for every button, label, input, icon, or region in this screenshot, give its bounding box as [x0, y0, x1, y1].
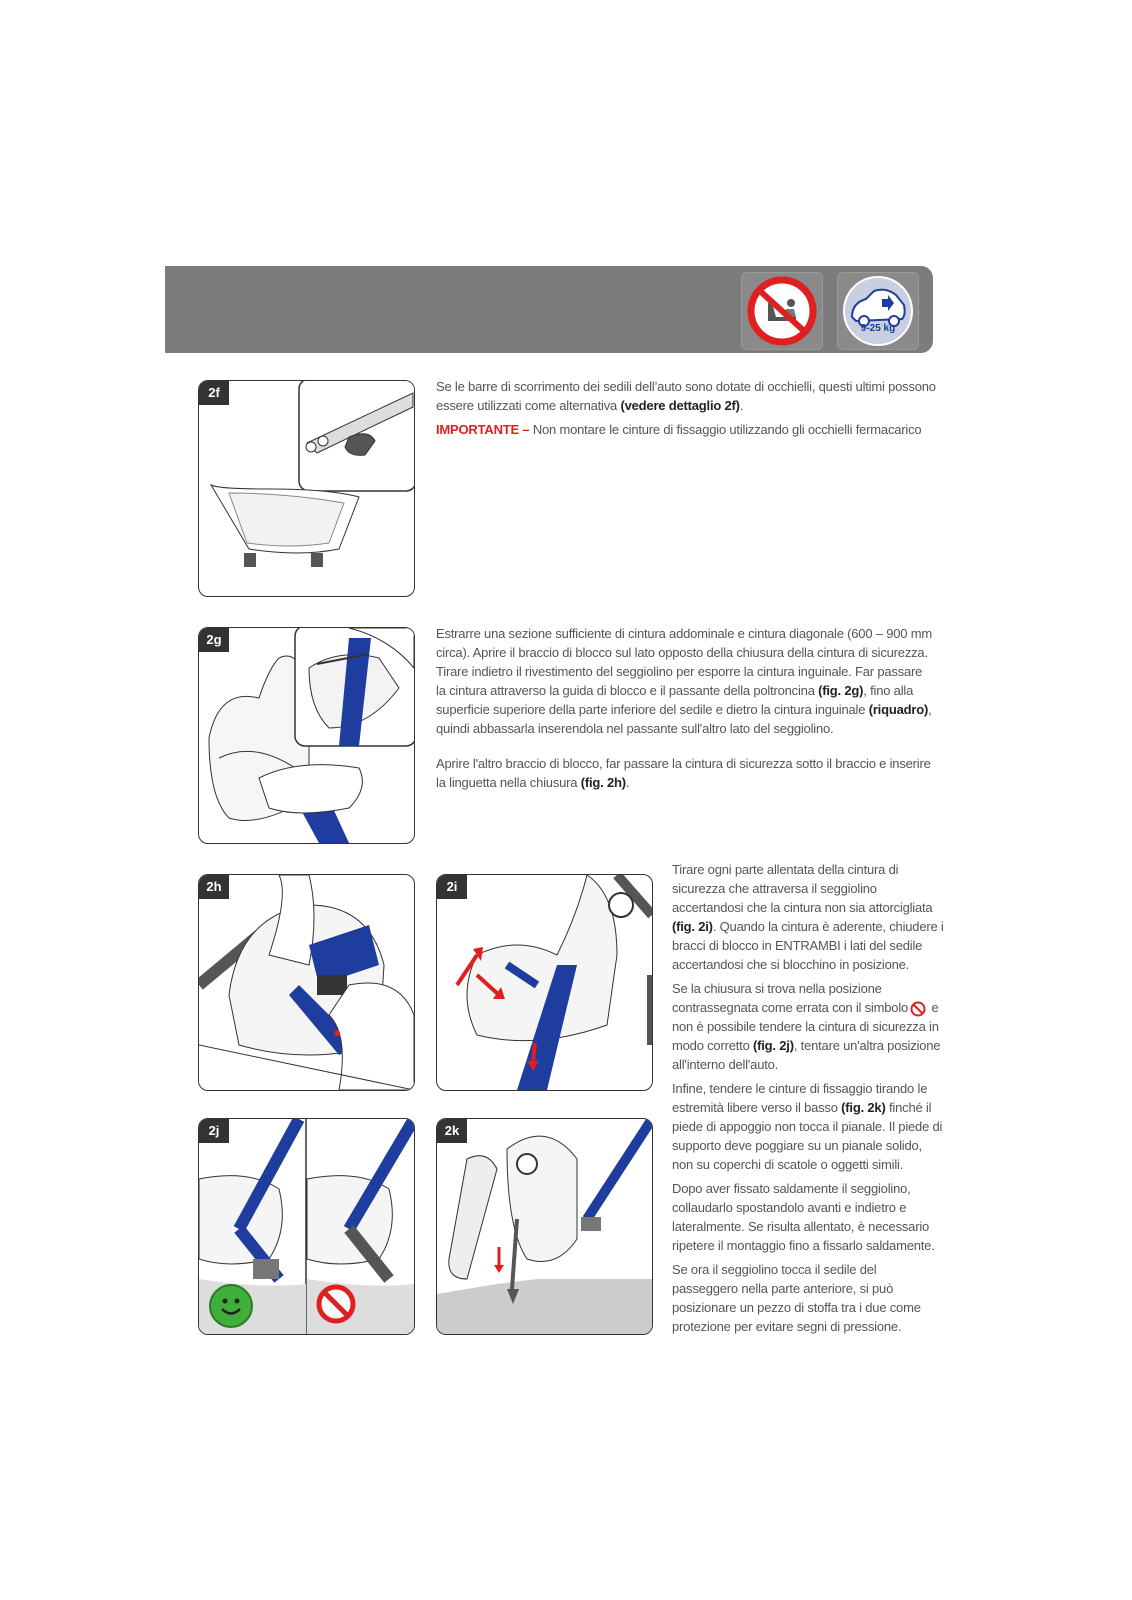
figure-2f-illustration: [209, 381, 414, 567]
weight-badge-label: 9-25 kg: [860, 323, 896, 334]
figure-2k: 2k: [436, 1118, 653, 1335]
figure-label-2f: 2f: [199, 381, 229, 405]
important-label: IMPORTANTE –: [436, 422, 530, 437]
weight-group-icon: 9-25 kg: [837, 272, 919, 350]
paragraph-2k-support-leg: Infine, tendere le cinture di fissaggio …: [672, 1081, 943, 1172]
section-2f-text: Se le barre di scorrimento dei sedili de…: [436, 377, 936, 444]
paragraph-protection-cloth: Se ora il seggiolino tocca il sedile del…: [672, 1262, 921, 1334]
figure-2k-illustration: [437, 1119, 652, 1334]
figure-2f: 2f: [198, 380, 415, 597]
figure-label-2i: 2i: [437, 875, 467, 899]
figure-2g: 2g: [198, 627, 415, 844]
figure-label-2h: 2h: [199, 875, 229, 899]
paragraph-2f-important: IMPORTANTE – Non montare le cinture di f…: [436, 422, 922, 437]
section-2i-2k-text: Tirare ogni parte allentata della cintur…: [672, 860, 944, 1341]
incorrect-prohibition-icon: [316, 1284, 356, 1324]
figure-2h: 2h: [198, 874, 415, 1091]
figure-2j: 2j: [198, 1118, 415, 1335]
paragraph-2g-belt-routing: Estrarre una sezione sufficiente di cint…: [436, 626, 932, 736]
figure-label-2g: 2g: [199, 628, 229, 652]
figure-label-2k: 2k: [437, 1119, 467, 1143]
figure-2i: 2i: [436, 874, 653, 1091]
figure-2g-illustration: [208, 628, 414, 843]
paragraph-test-fit: Dopo aver fissato saldamente il seggioli…: [672, 1181, 935, 1253]
no-airbag-warning-icon: [741, 272, 823, 350]
correct-smiley-icon: [209, 1284, 253, 1328]
paragraph-2i-tighten: Tirare ogni parte allentata della cintur…: [672, 862, 944, 972]
figure-2i-illustration: [455, 875, 652, 1090]
paragraph-2g-buckle: Aprire l'altro braccio di blocco, far pa…: [436, 756, 931, 790]
inline-prohibition-icon: [910, 1001, 926, 1017]
section-2g-text: Estrarre una sezione sufficiente di cint…: [436, 624, 932, 797]
paragraph-2j-wrong-position: Se la chiusura si trova nella posizione …: [672, 981, 941, 1072]
paragraph-2f-rails: Se le barre di scorrimento dei sedili de…: [436, 379, 936, 413]
header-bar: 9-25 kg: [165, 266, 933, 353]
figure-label-2j: 2j: [199, 1119, 229, 1143]
figure-2h-illustration: [199, 875, 414, 1090]
